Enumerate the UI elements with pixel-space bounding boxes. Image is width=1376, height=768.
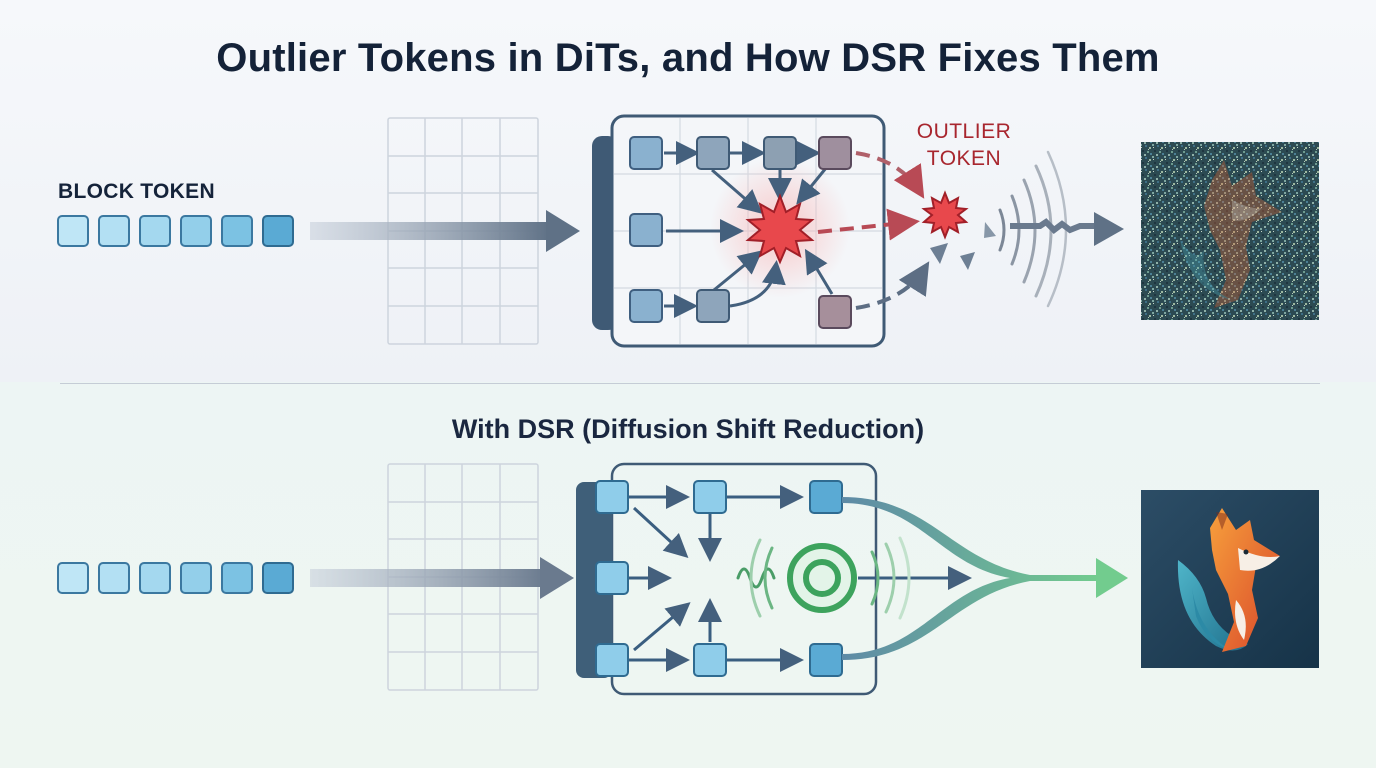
dsr-output-flow xyxy=(842,497,1128,660)
bottom-internal-arrows xyxy=(628,485,972,672)
dsr-ring xyxy=(787,543,857,613)
block-token-label: BLOCK TOKEN xyxy=(58,180,215,203)
top-outlier-arrows xyxy=(817,151,930,310)
top-input-tokens xyxy=(57,215,294,247)
outlier-token-star xyxy=(745,193,815,265)
noisy-fox-image xyxy=(1141,142,1319,320)
top-output-arrow xyxy=(1010,212,1124,246)
outlier-token-burst xyxy=(921,190,996,270)
top-internal-arrows xyxy=(664,141,834,318)
section-divider xyxy=(60,383,1320,384)
outlier-token-label: OUTLIER TOKEN xyxy=(904,118,1024,172)
page-title: Outlier Tokens in DiTs, and How DSR Fixe… xyxy=(216,36,1160,80)
dsr-wave-lines xyxy=(736,536,911,620)
top-input-arrow xyxy=(310,210,580,252)
bottom-input-tokens xyxy=(57,562,294,594)
top-block-tokens xyxy=(629,136,852,329)
outlier-label-line2: TOKEN xyxy=(926,147,1002,170)
dsr-heading: With DSR (Diffusion Shift Reduction) xyxy=(451,414,925,444)
bottom-input-arrow xyxy=(310,557,574,599)
outlier-label-line1: OUTLIER xyxy=(916,120,1012,143)
bottom-block-tokens xyxy=(595,480,843,677)
clean-fox-logo xyxy=(1141,490,1319,668)
